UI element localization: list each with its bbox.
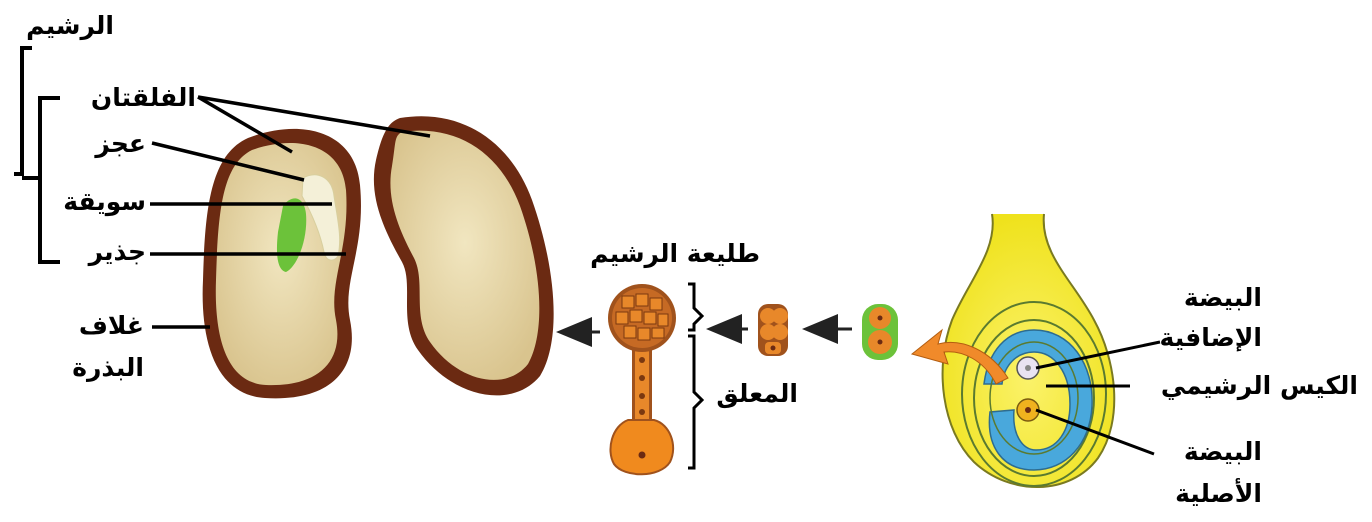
label-embryo-sac: الكيس الرشيمي <box>1161 370 1358 401</box>
label-primary-ovule-line2: الأصلية <box>1175 478 1262 509</box>
label-secondary-ovule-line2: الإضافية <box>1160 322 1262 353</box>
development-arrows <box>562 329 852 332</box>
label-proembryo: طليعة الرشيم <box>590 238 760 269</box>
proembryo <box>608 284 676 474</box>
label-embryo: الرشيم <box>26 10 114 41</box>
two-cell-stage <box>862 304 898 360</box>
label-radicle: جذير <box>89 236 146 267</box>
left-seed-half <box>203 129 361 398</box>
proembryo-brace <box>688 284 702 468</box>
basal-cell <box>610 420 673 474</box>
label-suspensor: المعلق <box>716 378 798 409</box>
label-primary-ovule-line1: البيضة <box>1184 436 1262 467</box>
label-seed-coat-line1: غلاف <box>79 310 144 341</box>
right-seed-half <box>374 116 554 395</box>
label-plumule: عجز <box>95 128 146 159</box>
embryo-bracket <box>14 48 60 262</box>
label-seed-coat-line2: البذرة <box>72 352 144 383</box>
four-cell-stage <box>758 304 788 356</box>
right-cotyledon <box>390 131 539 380</box>
label-hypocotyl: سويقة <box>63 186 146 217</box>
label-cotyledons: الفلقتان <box>91 82 196 113</box>
label-secondary-ovule-line1: البيضة <box>1184 282 1262 313</box>
